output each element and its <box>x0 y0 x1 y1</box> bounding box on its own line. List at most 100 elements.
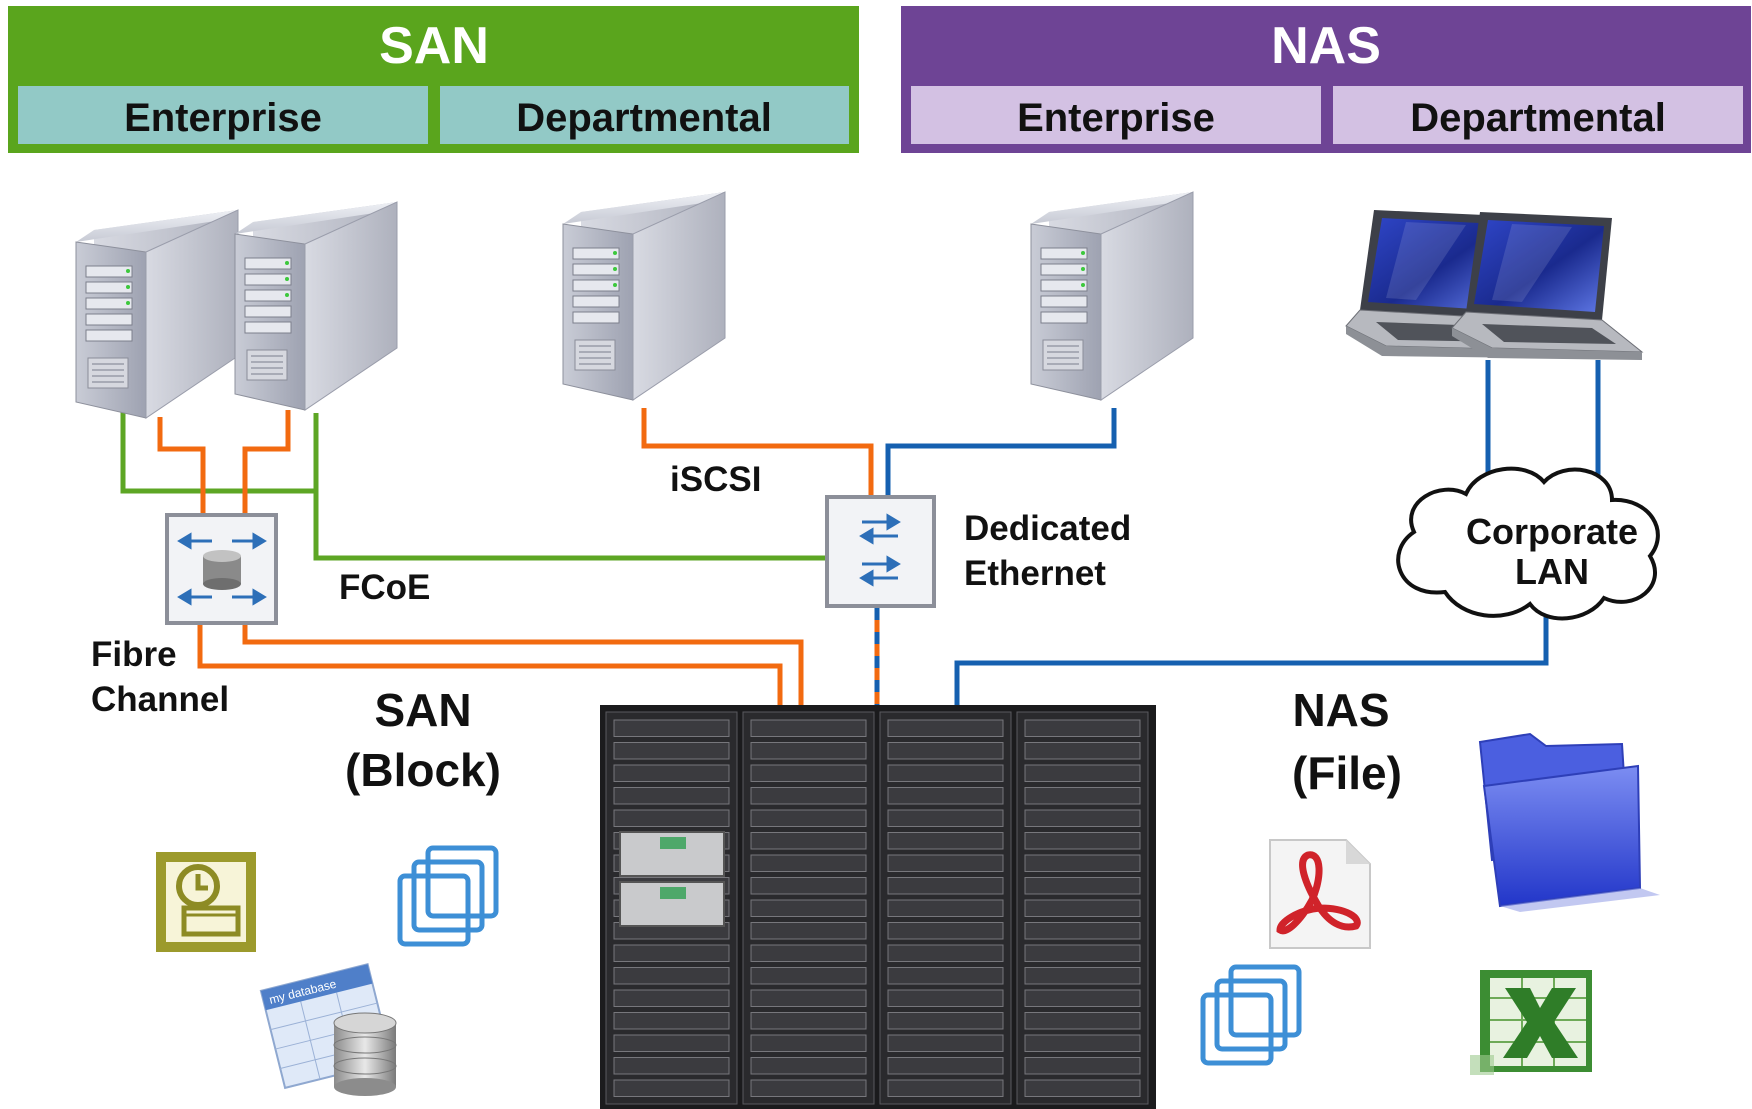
fcoe-link-to-ethernet-switch <box>313 413 830 561</box>
fibre-channel-label-line1: Fibre <box>91 635 177 674</box>
vmware-icon[interactable] <box>1203 967 1299 1063</box>
drive-bay <box>750 967 867 985</box>
nas-file-label-line2: (File) <box>1292 747 1402 799</box>
storage-rack-bays <box>605 711 1149 1105</box>
drive-bay <box>613 1034 730 1052</box>
san-departmental-cell <box>440 86 849 144</box>
drive-bay <box>887 1079 1004 1097</box>
drive-bay <box>750 922 867 940</box>
drive-bay <box>1024 877 1141 895</box>
vmware-icon[interactable] <box>400 848 496 944</box>
drive-bay <box>750 1034 867 1052</box>
drive-bay <box>750 742 867 760</box>
san-header-title: SAN <box>379 17 489 75</box>
drive-bay <box>750 854 867 872</box>
iscsi-link <box>641 408 874 497</box>
pdf-document-icon[interactable] <box>1269 839 1371 949</box>
database-icon[interactable]: my database <box>259 963 397 1096</box>
drive-bay <box>1024 989 1141 1007</box>
drive-bay <box>1024 832 1141 850</box>
drive-bay <box>1024 1012 1141 1030</box>
drive-bay <box>887 989 1004 1007</box>
drive-bay <box>613 764 730 782</box>
drive-bay <box>613 1057 730 1075</box>
connection-wires <box>120 360 1601 705</box>
storage-array-rack-icon[interactable] <box>600 705 1156 1109</box>
folder-icon[interactable] <box>1478 732 1660 912</box>
corporate-lan-cloud-icon[interactable]: Corporate LAN <box>1396 466 1660 621</box>
drive-bay <box>887 809 1004 827</box>
drive-bay <box>887 742 1004 760</box>
drive-bay <box>1024 944 1141 962</box>
drive-bay <box>887 922 1004 940</box>
drive-bay <box>887 1057 1004 1075</box>
drive-bay <box>750 989 867 1007</box>
drive-bay <box>1024 809 1141 827</box>
san-enterprise-cell <box>18 86 428 144</box>
drive-bay <box>750 1057 867 1075</box>
drive-bay <box>750 877 867 895</box>
drive-bay <box>1024 719 1141 737</box>
nas-header: NAS Enterprise Departmental <box>901 6 1751 153</box>
drive-bay <box>750 944 867 962</box>
fibre-channel-switch-icon[interactable] <box>165 513 278 625</box>
tower-server-icon[interactable] <box>1030 191 1194 401</box>
drive-bay <box>1024 742 1141 760</box>
san-block-label-line1: SAN <box>374 684 471 736</box>
drive-bay <box>1024 787 1141 805</box>
laptop-icon[interactable] <box>1451 211 1643 361</box>
drive-bay <box>750 787 867 805</box>
server-group-san-enterprise <box>75 201 398 419</box>
nas-file-label-line1: NAS <box>1292 684 1389 736</box>
drive-bay <box>613 742 730 760</box>
drive-bay <box>887 832 1004 850</box>
drive-bay <box>750 764 867 782</box>
drive-bay <box>613 1012 730 1030</box>
drive-bay <box>887 764 1004 782</box>
drive-bay <box>887 787 1004 805</box>
iscsi-label: iSCSI <box>670 460 761 499</box>
drive-bay <box>613 809 730 827</box>
laptop-group <box>1345 209 1643 361</box>
lan-to-storage-link <box>954 614 1549 705</box>
drive-bay <box>613 1079 730 1097</box>
drive-bay <box>750 1012 867 1030</box>
drive-bay <box>750 1079 867 1097</box>
drive-bay <box>750 809 867 827</box>
ethernet-link-nas-server <box>885 408 1117 497</box>
drive-bay <box>613 719 730 737</box>
drive-bay <box>1024 922 1141 940</box>
drive-bay <box>750 832 867 850</box>
exchange-app-icon[interactable] <box>156 852 256 952</box>
nas-departmental-cell <box>1333 86 1743 144</box>
san-block-label-line2: (Block) <box>345 744 501 796</box>
tower-server-icon[interactable] <box>562 191 726 401</box>
excel-spreadsheet-icon[interactable] <box>1470 970 1592 1075</box>
drive-bay <box>1024 1034 1141 1052</box>
drive-bay <box>887 899 1004 917</box>
corporate-lan-label-line1: Corporate <box>1466 511 1638 552</box>
fc-link-switch-to-storage-a <box>197 625 783 705</box>
drive-bay <box>887 944 1004 962</box>
drive-bay <box>750 719 867 737</box>
drive-bay <box>887 877 1004 895</box>
nas-enterprise-cell <box>911 86 1321 144</box>
tower-server-icon[interactable] <box>75 209 239 419</box>
fcoe-label: FCoE <box>339 568 430 607</box>
ethernet-switch-icon[interactable] <box>825 495 936 608</box>
tower-server-icon[interactable] <box>234 201 398 411</box>
storage-controller-units <box>619 831 725 927</box>
nas-departmental-label: Departmental <box>1410 96 1666 140</box>
drive-bay <box>750 899 867 917</box>
drive-bay <box>613 787 730 805</box>
fc-link-switch-to-storage-b <box>242 625 804 705</box>
fibre-channel-label-line2: Channel <box>91 680 229 719</box>
drive-bay <box>887 1012 1004 1030</box>
san-header: SAN Enterprise Departmental <box>8 6 859 153</box>
drive-bay <box>887 1034 1004 1052</box>
drive-bay <box>1024 854 1141 872</box>
nas-header-title: NAS <box>1271 17 1381 75</box>
corporate-lan-label-line2: LAN <box>1515 551 1589 592</box>
dedicated-ethernet-label-line1: Dedicated <box>964 509 1131 548</box>
